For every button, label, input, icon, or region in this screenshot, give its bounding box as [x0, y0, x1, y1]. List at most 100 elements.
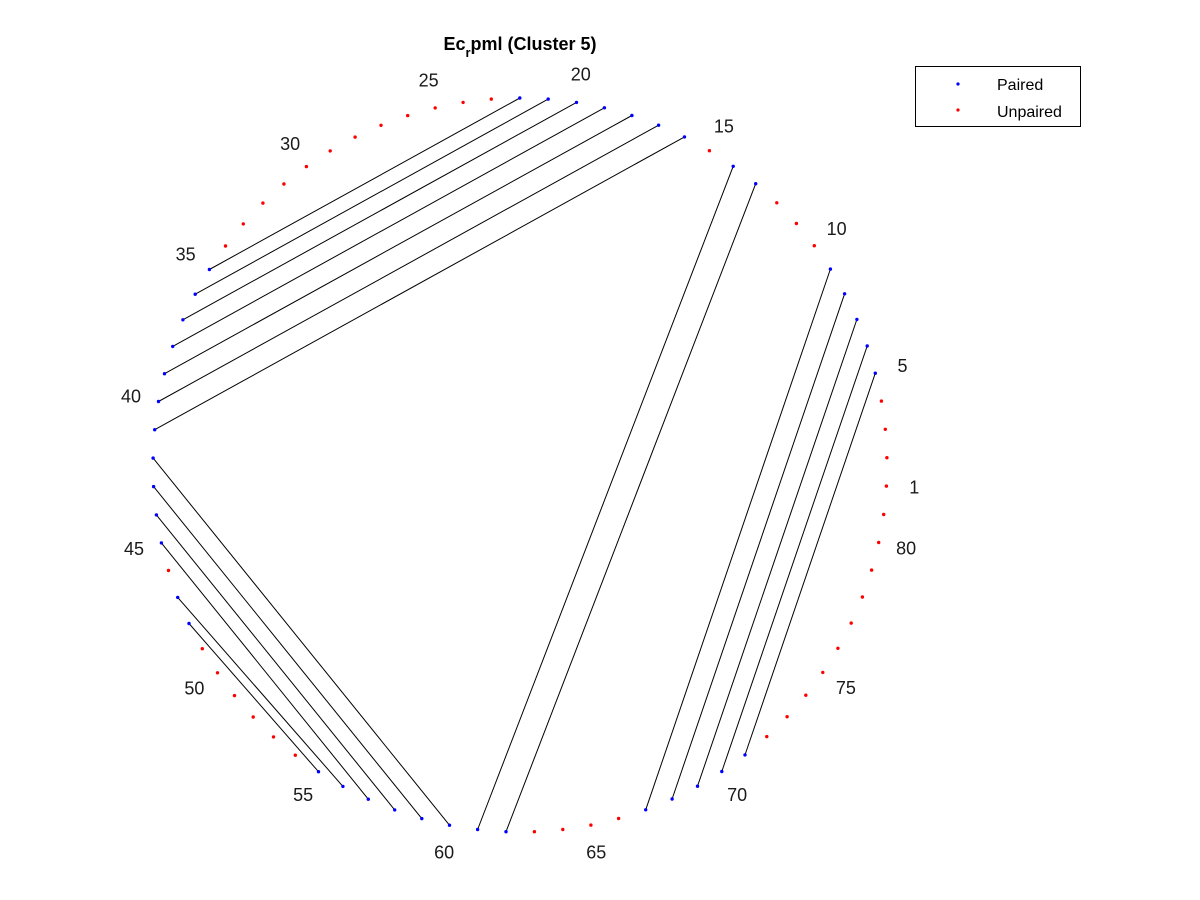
legend-marker-unpaired	[956, 108, 960, 112]
paired-point	[187, 621, 191, 626]
paired-point	[873, 371, 877, 375]
paired-point	[574, 100, 579, 105]
pair-link	[645, 268, 831, 810]
pair-link	[209, 97, 521, 270]
paired-point	[720, 769, 724, 774]
pair-link	[671, 293, 846, 800]
paired-point	[171, 344, 175, 349]
unpaired-point	[461, 100, 465, 105]
position-label: 50	[184, 679, 204, 699]
paired-point	[181, 318, 185, 322]
paired-point	[682, 135, 687, 139]
unpaired-point	[261, 201, 265, 205]
unpaired-point	[589, 823, 593, 827]
position-label: 10	[827, 219, 847, 239]
position-label: 60	[434, 843, 454, 863]
paired-point	[865, 344, 869, 348]
unpaired-point	[282, 182, 286, 186]
paired-point	[504, 830, 508, 834]
unpaired-point	[882, 512, 886, 517]
pair-link	[744, 373, 876, 756]
paired-point	[153, 428, 157, 432]
unpaired-point	[532, 830, 537, 834]
pair-links	[152, 97, 876, 832]
pair-link	[188, 623, 319, 773]
paired-point	[207, 267, 212, 272]
title-subscript: r	[465, 45, 470, 60]
legend-box	[915, 66, 1081, 127]
pair-link	[477, 166, 734, 830]
paired-point	[447, 823, 452, 827]
unpaired-point	[232, 693, 237, 698]
paired-point	[420, 816, 424, 821]
pair-link	[182, 101, 577, 321]
unpaired-point	[884, 484, 889, 488]
unpaired-point	[775, 201, 779, 205]
position-label: 80	[896, 538, 916, 558]
paired-point	[731, 164, 735, 168]
unpaired-point	[883, 427, 887, 431]
unpaired-point	[821, 670, 825, 675]
pair-link	[156, 514, 396, 811]
paired-point	[341, 784, 345, 789]
paired-point	[193, 292, 197, 296]
position-label: 15	[714, 117, 734, 137]
paired-point	[754, 182, 758, 186]
position-label: 20	[571, 65, 591, 85]
paired-point	[670, 797, 674, 801]
unpaired-point	[707, 149, 712, 153]
unpaired-point	[215, 671, 220, 675]
paired-point	[518, 96, 522, 100]
unpaired-point	[785, 715, 789, 719]
position-points	[151, 96, 889, 834]
paired-point	[602, 106, 607, 110]
legend-label-paired: Paired	[997, 77, 1043, 94]
pair-link	[194, 98, 549, 295]
pair-link	[177, 597, 344, 787]
position-label: 65	[586, 843, 606, 863]
unpaired-point	[561, 827, 565, 832]
paired-point	[176, 595, 180, 600]
unpaired-point	[200, 647, 204, 651]
paired-point	[151, 456, 155, 460]
position-label: 1	[909, 478, 919, 498]
pair-link	[154, 136, 685, 431]
unpaired-point	[304, 164, 309, 169]
paired-point	[393, 808, 397, 812]
paired-point	[743, 753, 747, 757]
unpaired-point	[223, 244, 228, 248]
pair-link	[153, 486, 423, 819]
paired-point	[154, 513, 159, 517]
title-main: Ec	[443, 34, 465, 54]
paired-point	[156, 399, 161, 404]
unpaired-point	[353, 135, 357, 139]
unpaired-point	[849, 621, 853, 625]
unpaired-point	[489, 97, 493, 101]
paired-point	[695, 784, 700, 788]
title-rest: pml (Cluster 5)	[471, 34, 597, 54]
unpaired-point	[379, 123, 383, 128]
unpaired-point	[794, 221, 799, 226]
unpaired-point	[328, 149, 332, 153]
position-label: 5	[897, 356, 907, 376]
pair-link	[152, 457, 450, 826]
position-label: 25	[419, 71, 439, 91]
paired-point	[151, 484, 156, 489]
unpaired-point	[869, 568, 874, 572]
unpaired-point	[406, 113, 410, 118]
unpaired-point	[433, 106, 437, 110]
legend-marker-paired	[956, 82, 960, 86]
legend: Paired Unpaired	[915, 66, 1081, 127]
unpaired-point	[804, 693, 808, 697]
unpaired-point	[293, 753, 297, 757]
paired-point	[842, 292, 847, 296]
paired-point	[159, 541, 164, 545]
unpaired-point	[812, 244, 816, 248]
chart-title: Ecrpml (Cluster 5)	[443, 34, 596, 60]
paired-point	[855, 317, 859, 322]
unpaired-point	[616, 816, 621, 821]
pair-link	[164, 115, 633, 375]
